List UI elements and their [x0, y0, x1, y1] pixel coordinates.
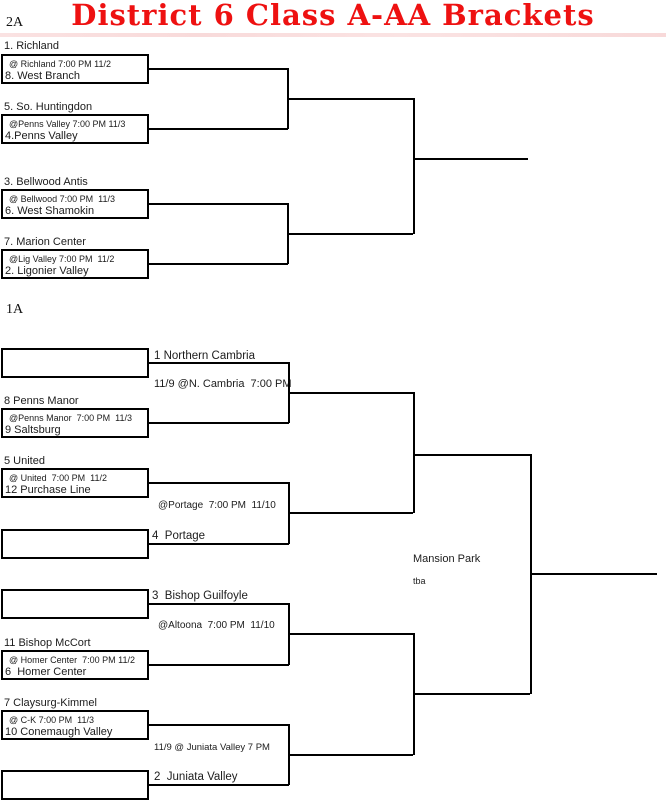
seed-team-label: 3. Bellwood Antis: [4, 176, 88, 188]
bye-box: [1, 589, 149, 619]
bracket-line: [288, 633, 413, 635]
bracket-line: [530, 573, 657, 575]
final-time: tba: [413, 576, 426, 586]
game-info: @Lig Valley 7:00 PM 11/2: [9, 254, 115, 264]
seed-team-label: 7 Claysurg-Kimmel: [4, 697, 97, 709]
page-title: District 6 Class A-AA Brackets: [71, 0, 595, 32]
seed-team-label: 4.Penns Valley: [5, 130, 78, 142]
seed-team-label: 5. So. Huntingdon: [4, 101, 93, 113]
bracket-line: [149, 543, 289, 545]
bracket-line: [149, 128, 288, 130]
final-venue: Mansion Park: [413, 553, 481, 565]
bracket-line: [149, 362, 289, 364]
semifinal-info: 11/9 @ Juniata Valley 7 PM: [154, 742, 270, 753]
semifinal-info: 11/9 @N. Cambria 7:00 PM: [154, 378, 292, 390]
bye-box: [1, 529, 149, 559]
bracket-line: [149, 263, 288, 265]
bye-box: [1, 348, 149, 378]
title-underline-artifact: [0, 33, 666, 37]
bracket-line: [413, 98, 415, 234]
game-info: @ Richland 7:00 PM 11/2: [9, 59, 112, 69]
seed-team-label: 10 Conemaugh Valley: [5, 726, 113, 738]
matchup-box: @ C-K 7:00 PM 11/3 10 Conemaugh Valley: [1, 710, 149, 740]
semifinal-info: @Portage 7:00 PM 11/10: [158, 500, 276, 511]
game-info: @Penns Valley 7:00 PM 11/3: [9, 119, 126, 129]
game-info: @ United 7:00 PM 11/2: [9, 473, 108, 483]
seed-team-label: 6. West Shamokin: [5, 205, 95, 217]
seed-team-label: 12 Purchase Line: [5, 484, 91, 496]
seed-team-label: 6 Homer Center: [5, 666, 87, 678]
bracket-line: [149, 664, 289, 666]
bracket-line: [149, 603, 289, 605]
semifinal-info: @Altoona 7:00 PM 11/10: [158, 620, 275, 631]
bye-team-label: 4 Portage: [152, 530, 206, 542]
bracket-line: [149, 784, 289, 786]
bracket-line: [288, 392, 413, 394]
bye-box: [1, 770, 149, 800]
game-info: @ C-K 7:00 PM 11/3: [9, 715, 95, 725]
game-info: @Penns Manor 7:00 PM 11/3: [9, 413, 133, 423]
matchup-box: @ United 7:00 PM 11/2 12 Purchase Line: [1, 468, 149, 498]
bracket-line: [149, 68, 288, 70]
bracket-line: [413, 392, 415, 513]
seed-team-label: 5 United: [4, 455, 45, 467]
seed-team-label: 2. Ligonier Valley: [5, 265, 89, 277]
game-info: @ Bellwood 7:00 PM 11/3: [9, 194, 116, 204]
seed-team-label: 8 Penns Manor: [4, 395, 79, 407]
class-1a-label: 1A: [6, 302, 24, 317]
bracket-line: [149, 724, 289, 726]
seed-team-label: 9 Saltsburg: [5, 424, 61, 436]
class-2a-label: 2A: [6, 15, 24, 30]
matchup-box: @Penns Valley 7:00 PM 11/3 4.Penns Valle…: [1, 114, 149, 144]
bracket-line: [288, 754, 413, 756]
seed-team-label: 11 Bishop McCort: [4, 637, 91, 649]
matchup-box: @Lig Valley 7:00 PM 11/2 2. Ligonier Val…: [1, 249, 149, 279]
matchup-box: @ Bellwood 7:00 PM 11/3 6. West Shamokin: [1, 189, 149, 219]
bracket-line: [288, 512, 413, 514]
seed-team-label: 1. Richland: [4, 40, 60, 52]
matchup-box: @ Homer Center 7:00 PM 11/2 6 Homer Cent…: [1, 650, 149, 680]
bracket-line: [287, 98, 413, 100]
matchup-box: @ Richland 7:00 PM 11/2 8. West Branch: [1, 54, 149, 84]
bracket-line: [149, 203, 288, 205]
bracket-line: [287, 233, 413, 235]
bye-team-label: 2 Juniata Valley: [154, 771, 238, 783]
seed-team-label: 8. West Branch: [5, 70, 80, 82]
bracket-line: [413, 693, 530, 695]
bye-team-label: 1 Northern Cambria: [154, 350, 255, 362]
matchup-box: @Penns Manor 7:00 PM 11/3 9 Saltsburg: [1, 408, 149, 438]
bracket-line: [149, 422, 289, 424]
seed-team-label: 7. Marion Center: [4, 236, 86, 248]
bracket-line: [413, 454, 530, 456]
game-info: @ Homer Center 7:00 PM 11/2: [9, 655, 136, 665]
bracket-line: [149, 482, 289, 484]
bye-team-label: 3 Bishop Guilfoyle: [152, 590, 248, 602]
bracket-line: [413, 158, 528, 160]
